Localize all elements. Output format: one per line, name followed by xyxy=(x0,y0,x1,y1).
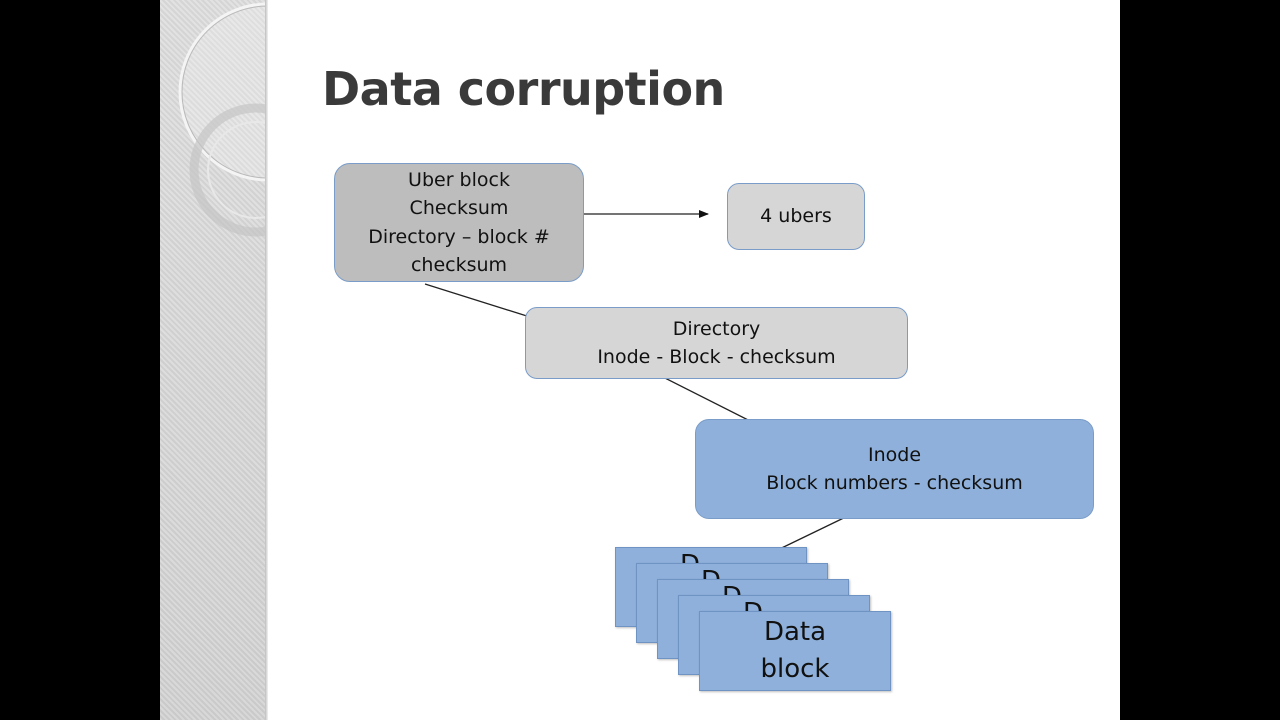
ubers-label: 4 ubers xyxy=(760,205,832,227)
inode-line-2: Block numbers - checksum xyxy=(766,472,1023,494)
uber-block-node: Uber block Checksum Directory – block # … xyxy=(334,163,584,282)
decorative-side-panel xyxy=(160,0,268,720)
data-block-front: Data block xyxy=(699,611,891,691)
directory-line-1: Directory xyxy=(672,318,761,340)
directory-node: Directory Inode - Block - checksum xyxy=(525,307,908,379)
inode-node: Inode Block numbers - checksum xyxy=(695,419,1094,519)
decorative-circles-icon xyxy=(178,2,268,237)
uber-block-line-1: Uber block xyxy=(408,168,510,191)
directory-line-2: Inode - Block - checksum xyxy=(597,346,836,368)
uber-block-line-4: checksum xyxy=(410,254,508,276)
uber-block-line-3: Directory – block # xyxy=(368,225,550,248)
slide-title: Data corruption xyxy=(322,62,725,116)
data-block-line-1: Data xyxy=(763,617,827,647)
slide: Data corruption Uber block Checksum Dire… xyxy=(160,0,1120,720)
ubers-node: 4 ubers xyxy=(727,183,865,250)
data-block-line-2: block xyxy=(760,654,830,684)
side-panel-edge xyxy=(265,0,268,720)
inode-line-1: Inode xyxy=(867,444,922,466)
uber-block-line-2: Checksum xyxy=(409,197,509,219)
